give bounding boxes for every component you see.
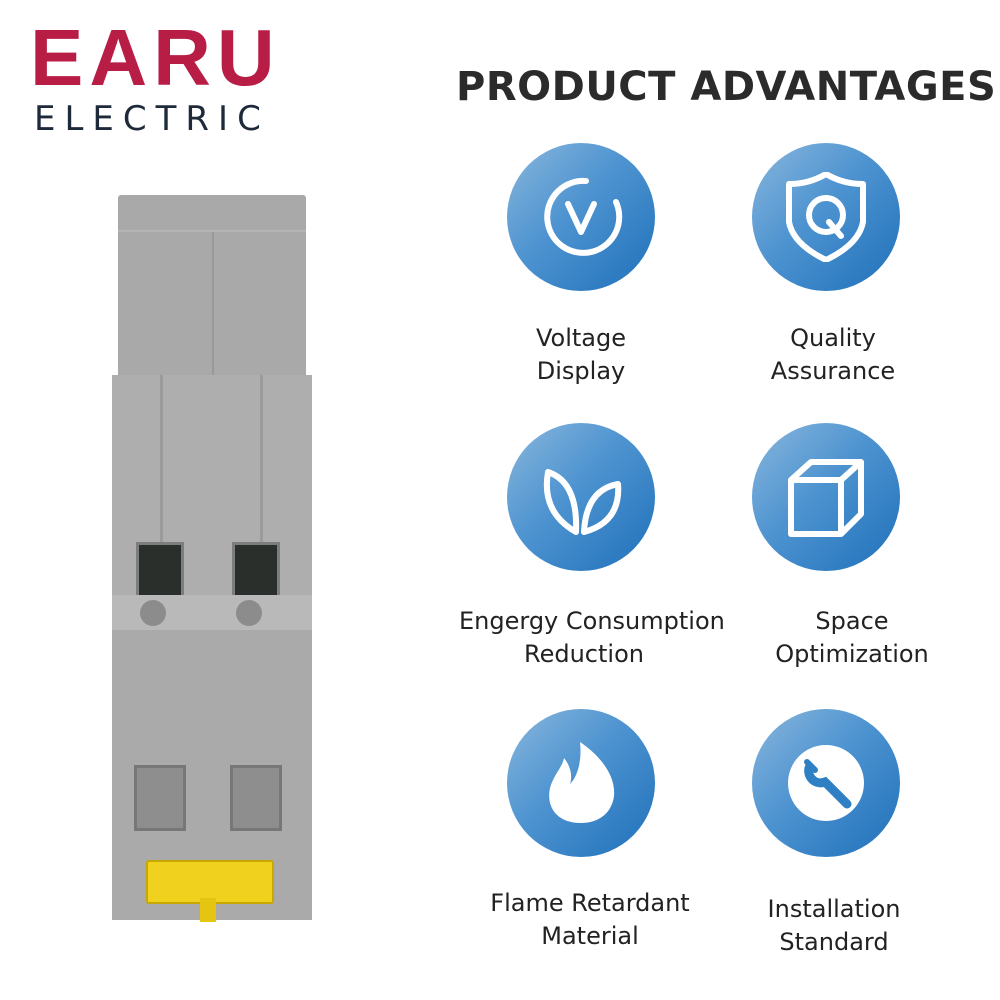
leaf-icon [507,423,655,571]
feature-line: Voltage [535,324,627,352]
wrench-icon [752,709,900,857]
shield-q-icon [752,143,900,291]
feature-line: Engergy Consumption [459,607,725,635]
feature-line: Installation [767,895,901,923]
brand-logo: EARU [30,13,281,102]
brand-subtitle: ELECTRIC [34,99,270,139]
feature-line: Flame Retardant [490,889,690,917]
page-title: PRODUCT ADVANTAGES [456,64,997,110]
voltage-icon [507,143,655,291]
flame-icon [507,709,655,857]
feature-line: Assurance [770,357,896,385]
feature-line: Material [541,922,639,950]
feature-line: Space [815,607,889,635]
product-image [112,190,312,930]
feature-line: Display [536,357,626,385]
cube-icon [752,423,900,571]
feature-line: Quality [790,324,876,352]
feature-line: Standard [779,928,889,956]
feature-line: Optimization [775,640,929,668]
feature-line: Reduction [524,640,644,668]
